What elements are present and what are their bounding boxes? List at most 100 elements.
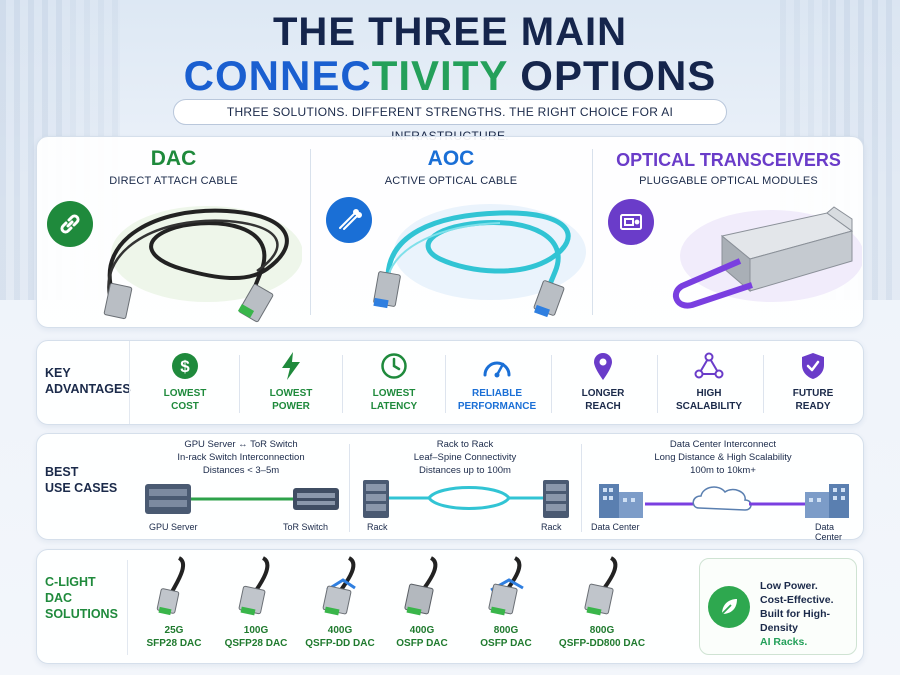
use-case-line: Leaf–Spine Connectivity — [413, 452, 517, 463]
use-case-line: In-rack Switch Interconnection — [177, 452, 305, 463]
option-subtitle: ACTIVE OPTICAL CABLE — [384, 175, 518, 187]
column-divider — [310, 149, 311, 315]
use-case-line: Distances up to 100m — [419, 465, 511, 476]
title-part-blue: CONNEC — [183, 52, 372, 99]
divider — [342, 355, 343, 413]
row-label-line: ADVANTAGES — [45, 382, 131, 396]
use-case-line: 100m to 10km+ — [690, 465, 756, 476]
product-type: OSFP DAC — [480, 638, 532, 649]
aoc-cable-image — [373, 204, 586, 318]
leaf-icon — [708, 586, 750, 628]
divider — [551, 355, 552, 413]
use-case-line: GPU Server ↔ ToR Switch — [184, 439, 298, 450]
fiber-icon — [326, 197, 372, 243]
row-label-line: BEST — [45, 465, 79, 479]
advantage-label: LOWEST — [372, 388, 416, 399]
row-label-line: C-LIGHT — [45, 575, 96, 589]
diagram-caption: Data Center — [591, 522, 640, 532]
product-speed: 400G — [409, 625, 435, 636]
advantage-label: LATENCY — [370, 401, 418, 412]
dollar-icon: $ — [172, 353, 198, 379]
product-speed: 800G — [589, 625, 615, 636]
options-panel: DAC DIRECT ATTACH CABLE AOC ACTIVE OPTIC… — [36, 136, 864, 328]
promo-line-highlight: AI Racks. — [760, 636, 808, 648]
divider — [581, 444, 582, 532]
dac-product-image — [156, 556, 186, 616]
network-icon — [694, 352, 724, 379]
product-card: 400G OSFP DAC — [381, 554, 463, 649]
advantage-label: LONGER — [581, 388, 625, 399]
diagram-caption: GPU Server — [149, 522, 198, 532]
advantage-label: SCALABILITY — [675, 401, 743, 412]
row-label-line: USE CASES — [45, 481, 118, 495]
use-case-line: Long Distance & High Scalability — [654, 452, 792, 463]
option-subtitle: DIRECT ATTACH CABLE — [109, 175, 238, 187]
advantage-label: REACH — [585, 401, 621, 412]
promo-line: Low Power. — [760, 580, 818, 592]
advantage-label: FUTURE — [792, 388, 834, 399]
option-title: DAC — [150, 147, 197, 170]
dac-product-image — [404, 556, 438, 616]
page-title: THE THREE MAIN — [273, 10, 627, 54]
gpu-server-to-switch-diagram — [145, 484, 339, 514]
divider — [445, 355, 446, 413]
advantage-label: HIGH — [696, 388, 722, 399]
title-part-dark: OPTIONS — [507, 52, 717, 99]
diagram-caption: ToR Switch — [283, 522, 329, 532]
diagram-caption: Rack — [367, 522, 388, 532]
product-type: QSFP-DD DAC — [305, 638, 375, 649]
row-label-line: DAC — [45, 591, 73, 605]
use-case-line: Distances < 3–5m — [202, 465, 280, 476]
promo-box: Low Power.Cost-Effective.Built for High-… — [699, 558, 857, 655]
advantage-label: PERFORMANCE — [457, 401, 537, 412]
column-divider — [592, 149, 593, 315]
module-icon — [608, 199, 654, 245]
use-case-line: Rack to Rack — [436, 439, 494, 450]
page-title-line2: CONNECTIVITY OPTIONS — [0, 52, 900, 100]
optical-transceiver-image — [672, 206, 862, 309]
dac-cable-image — [103, 206, 302, 323]
promo-line: Cost-Effective. — [760, 594, 834, 606]
diagram-caption: Data Center — [815, 522, 843, 542]
dac-product-image — [488, 556, 524, 616]
advantage-high-scalability: HIGH SCALABILITY — [661, 351, 757, 413]
use-case-line: Data Center Interconnect — [669, 439, 777, 450]
advantage-label: READY — [795, 401, 831, 412]
advantage-label: LOWEST — [163, 388, 207, 399]
product-type: QSFP28 DAC — [224, 638, 288, 649]
advantage-reliable-performance: RELIABLE PERFORMANCE — [449, 351, 545, 413]
dac-product-image — [584, 556, 618, 616]
row-divider — [127, 560, 128, 655]
advantage-lowest-cost: $ LOWEST COST — [137, 351, 233, 413]
advantage-label: COST — [171, 401, 199, 412]
page-subtitle: THREE SOLUTIONS. DIFFERENT STRENGTHS. TH… — [173, 99, 727, 143]
advantage-label: RELIABLE — [472, 388, 522, 399]
lightning-icon — [282, 352, 300, 380]
title-part-green: TIVITY — [371, 52, 508, 99]
data-center-interconnect-diagram — [599, 484, 849, 518]
shield-check-icon — [802, 353, 824, 379]
divider — [349, 444, 350, 532]
row-label: BEST USE CASES — [45, 464, 117, 496]
product-speed: 100G — [243, 625, 269, 636]
row-label-line: KEY — [45, 366, 71, 380]
option-subtitle: PLUGGABLE OPTICAL MODULES — [639, 175, 818, 187]
divider — [239, 355, 240, 413]
product-type: OSFP DAC — [396, 638, 448, 649]
dac-product-image — [322, 556, 356, 616]
rack-to-rack-diagram — [363, 480, 569, 518]
product-speed: 25G — [164, 625, 184, 636]
row-label: KEY ADVANTAGES — [45, 365, 131, 397]
link-icon — [47, 201, 93, 247]
option-dac: DAC DIRECT ATTACH CABLE — [37, 137, 310, 327]
clock-icon — [381, 353, 407, 379]
advantage-future-ready: FUTURE READY — [765, 351, 861, 413]
advantage-label: LOWEST — [269, 388, 313, 399]
option-title: OPTICAL TRANSCEIVERS — [616, 150, 841, 170]
